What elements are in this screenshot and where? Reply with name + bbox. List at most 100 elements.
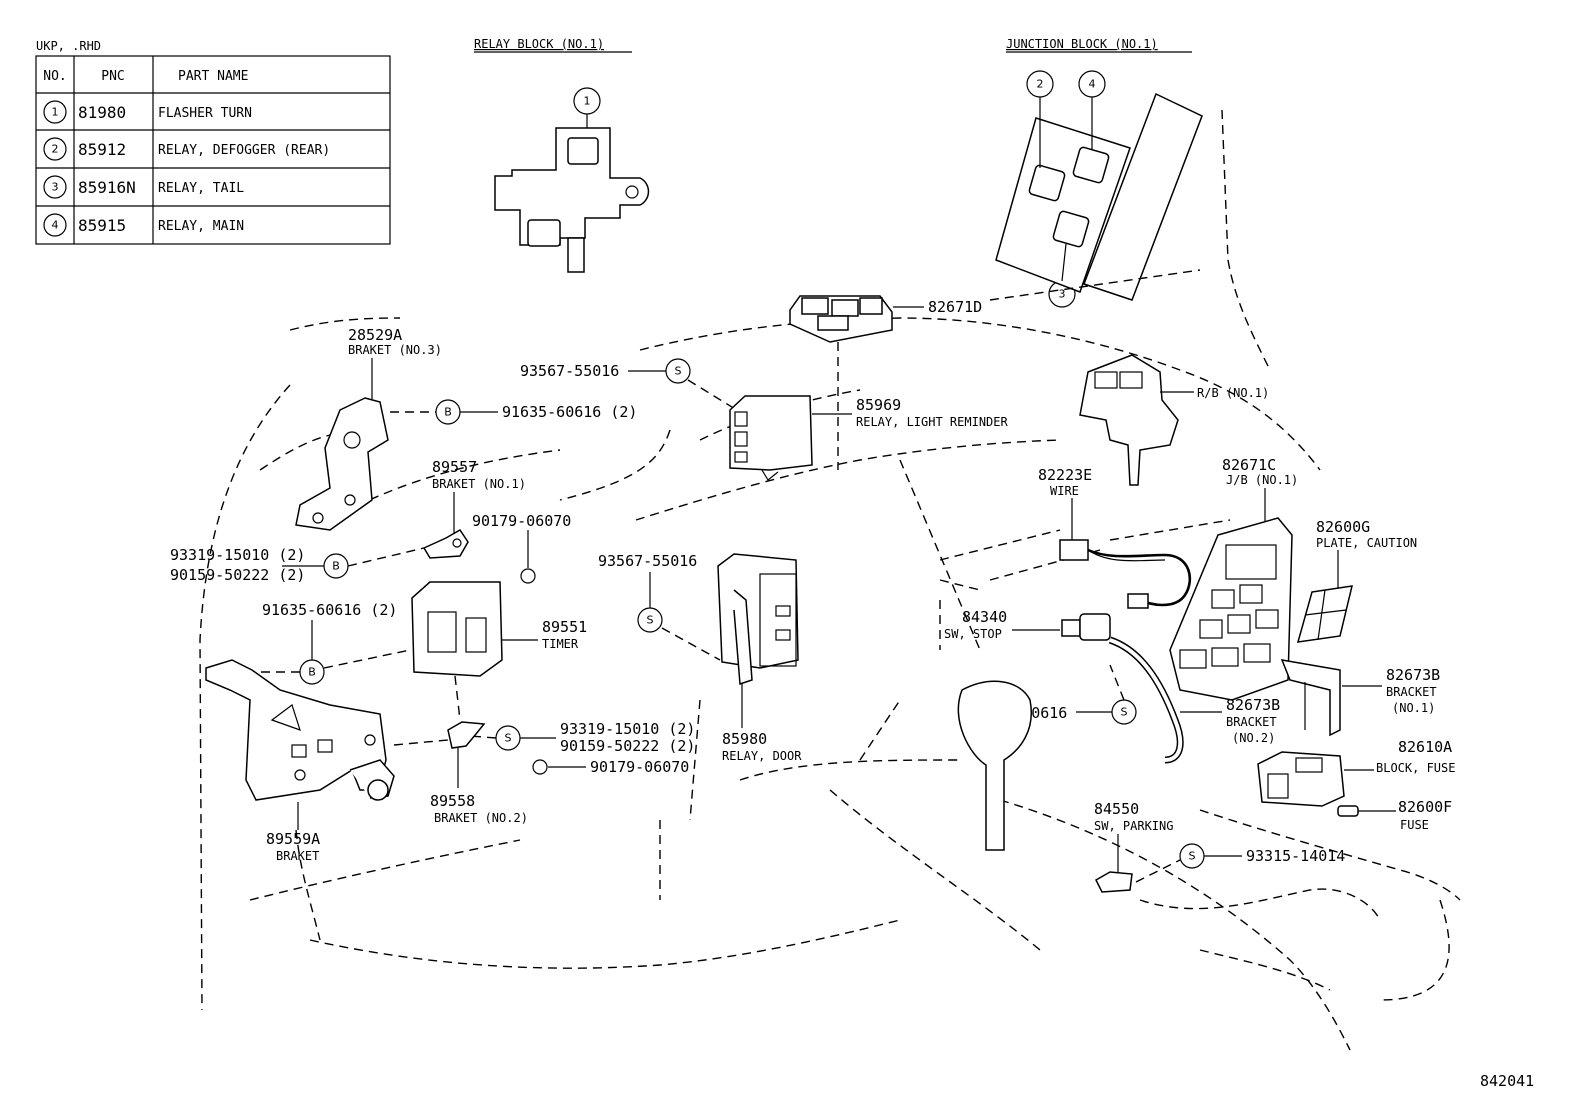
svg-text:(NO.2): (NO.2) bbox=[1232, 731, 1275, 745]
table-row-name: RELAY, TAIL bbox=[158, 181, 244, 196]
part-82673B-no2: 82673B BRACKET (NO.2) bbox=[1180, 696, 1280, 745]
part-82671C: 82671C J/B (NO.1) bbox=[1169, 456, 1298, 701]
part-84340: 84340 SW, STOP bbox=[944, 608, 1184, 764]
table-row-no: 2 bbox=[52, 143, 59, 156]
svg-text:2: 2 bbox=[1037, 78, 1044, 91]
svg-text:BRAKET (NO.1): BRAKET (NO.1) bbox=[432, 477, 526, 491]
table-row-no: 4 bbox=[52, 219, 59, 232]
svg-text:89557: 89557 bbox=[432, 458, 477, 476]
table-row-pnc: 85916N bbox=[78, 178, 136, 197]
svg-text:S: S bbox=[1121, 706, 1128, 719]
svg-text:82673B: 82673B bbox=[1226, 696, 1280, 714]
svg-text:93319-15010 (2): 93319-15010 (2) bbox=[560, 720, 695, 738]
svg-text:85980: 85980 bbox=[722, 730, 767, 748]
part-93567-55016-a: 93567-55016 S bbox=[520, 358, 741, 413]
svg-text:BRACKET: BRACKET bbox=[1386, 685, 1437, 699]
svg-text:BRAKET: BRAKET bbox=[276, 849, 319, 863]
diagram-id: 842041 bbox=[1480, 1072, 1534, 1090]
label-82671D: 82671D bbox=[928, 298, 982, 316]
svg-text:S: S bbox=[505, 732, 512, 745]
svg-text:84550: 84550 bbox=[1094, 800, 1139, 818]
part-93319-90159-b: S 93319-15010 (2) 90159-50222 (2) bbox=[469, 720, 695, 755]
part-89559A: 89559A BRAKET bbox=[205, 659, 449, 863]
part-93567-55016-b: 93567-55016 S bbox=[598, 552, 721, 661]
part-84550: 84550 SW, PARKING bbox=[1094, 800, 1173, 893]
table-frame bbox=[35, 55, 391, 245]
svg-text:4: 4 bbox=[1089, 78, 1096, 91]
svg-text:3: 3 bbox=[1059, 288, 1066, 301]
svg-text:BRAKET (NO.2): BRAKET (NO.2) bbox=[434, 811, 528, 825]
junction-block-title: JUNCTION BLOCK (NO.1) bbox=[1006, 37, 1158, 51]
svg-text:82673B: 82673B bbox=[1386, 666, 1440, 684]
svg-text:82610A: 82610A bbox=[1398, 738, 1452, 756]
table-row-no: 3 bbox=[52, 181, 59, 194]
callout-S bbox=[665, 358, 691, 384]
svg-text:93319-15010 (2): 93319-15010 (2) bbox=[170, 546, 305, 564]
table-row-callout bbox=[43, 137, 67, 161]
svg-text:SW, PARKING: SW, PARKING bbox=[1094, 819, 1173, 833]
part-85980: 85980 RELAY, DOOR bbox=[717, 553, 802, 763]
part-82610A: 82610A BLOCK, FUSE bbox=[1257, 738, 1455, 807]
part-89551: 89551 TIMER bbox=[411, 581, 587, 721]
svg-text:90179-06070: 90179-06070 bbox=[472, 512, 571, 530]
part-82671D: 82671D bbox=[789, 295, 982, 470]
junction-block-inset: JUNCTION BLOCK (NO.1) 2 4 3 bbox=[995, 37, 1203, 308]
relay-block-housing bbox=[494, 127, 650, 246]
part-82600F: 82600F FUSE bbox=[1337, 798, 1452, 832]
svg-text:BRACKET: BRACKET bbox=[1226, 715, 1277, 729]
parts-table: UKP, .RHD NO. PNC PART NAME 1 81980 FLAS… bbox=[35, 39, 391, 245]
svg-text:82600G: 82600G bbox=[1316, 518, 1370, 536]
part-91635-60616-a: B 91635-60616 (2) bbox=[390, 399, 637, 425]
table-caption: UKP, .RHD bbox=[36, 39, 101, 53]
svg-text:FUSE: FUSE bbox=[1400, 818, 1429, 832]
table-row-name: FLASHER TURN bbox=[158, 106, 252, 121]
flasher-relay bbox=[567, 137, 599, 165]
part-RB-no1: R/B (NO.1) bbox=[1079, 354, 1269, 486]
svg-text:85969: 85969 bbox=[856, 396, 901, 414]
svg-text:BLOCK, FUSE: BLOCK, FUSE bbox=[1376, 761, 1455, 775]
svg-text:(NO.1): (NO.1) bbox=[1392, 701, 1435, 715]
svg-text:90159-50222 (2): 90159-50222 (2) bbox=[560, 737, 695, 755]
table-row-callout bbox=[43, 213, 67, 237]
svg-text:91635-60616 (2): 91635-60616 (2) bbox=[502, 403, 637, 421]
table-header-name: PART NAME bbox=[178, 69, 248, 84]
svg-text:RELAY, DOOR: RELAY, DOOR bbox=[722, 749, 802, 763]
svg-text:90179-06070: 90179-06070 bbox=[590, 758, 689, 776]
junction-rail bbox=[1083, 92, 1203, 301]
dashboard-outline bbox=[199, 109, 1461, 1051]
svg-text:90159-50222 (2): 90159-50222 (2) bbox=[170, 566, 305, 584]
svg-text:BRAKET (NO.3): BRAKET (NO.3) bbox=[348, 343, 442, 357]
svg-text:R/B (NO.1): R/B (NO.1) bbox=[1197, 386, 1269, 400]
part-89557: 89557 BRAKET (NO.1) bbox=[422, 458, 526, 559]
svg-text:89551: 89551 bbox=[542, 618, 587, 636]
part-28529A: 28529A BRAKET (NO.3) bbox=[295, 326, 442, 531]
svg-text:S: S bbox=[647, 614, 654, 627]
part-82600G: 82600G PLATE, CAUTION bbox=[1296, 518, 1417, 643]
table-row-pnc: 85915 bbox=[78, 216, 126, 235]
svg-text:RELAY, LIGHT REMINDER: RELAY, LIGHT REMINDER bbox=[856, 415, 1008, 429]
part-82673B-no1: 82673B BRACKET (NO.1) bbox=[1280, 659, 1440, 737]
relay-block-inset: RELAY BLOCK (NO.1) 1 bbox=[474, 37, 650, 273]
table-row-pnc: 81980 bbox=[78, 103, 126, 122]
svg-text:89559A: 89559A bbox=[266, 830, 320, 848]
part-90179-06070-a: 90179-06070 bbox=[472, 512, 571, 584]
part-90179-06070-b: 90179-06070 bbox=[532, 758, 689, 776]
part-89558: 89558 BRAKET (NO.2) bbox=[430, 721, 528, 825]
svg-text:TIMER: TIMER bbox=[542, 637, 579, 651]
table-header-pnc: PNC bbox=[101, 69, 124, 84]
table-header-no: NO. bbox=[43, 69, 66, 84]
relay-small bbox=[527, 219, 561, 247]
svg-text:93567-55016: 93567-55016 bbox=[520, 362, 619, 380]
svg-text:1: 1 bbox=[584, 95, 591, 108]
callout-S bbox=[637, 607, 663, 633]
svg-text:B: B bbox=[308, 666, 316, 679]
table-row-name: RELAY, DEFOGGER (REAR) bbox=[158, 143, 330, 158]
svg-text:S: S bbox=[675, 365, 682, 378]
part-93315-14014: S 93315-14014 bbox=[1135, 843, 1345, 883]
svg-text:WIRE: WIRE bbox=[1050, 484, 1079, 498]
table-row-pnc: 85912 bbox=[78, 140, 126, 159]
svg-text:B: B bbox=[332, 560, 340, 573]
svg-text:PLATE, CAUTION: PLATE, CAUTION bbox=[1316, 536, 1417, 550]
svg-text:89558: 89558 bbox=[430, 792, 475, 810]
svg-text:S: S bbox=[1189, 850, 1196, 863]
